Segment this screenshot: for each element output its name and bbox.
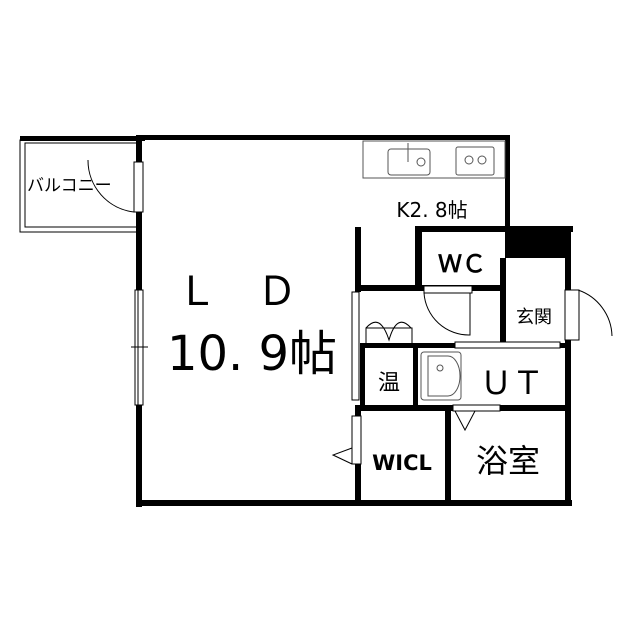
kitchen-counter [362, 140, 506, 179]
bathroom-label: 浴室 [476, 442, 540, 480]
water-heater-label: 温 [378, 371, 400, 396]
balcony-door [87, 159, 144, 213]
balcony-label: バルコニー [27, 176, 112, 196]
wc-label: ＷＣ [438, 250, 486, 278]
doors [331, 285, 613, 465]
ld-window [131, 289, 148, 406]
ld-size-label: 10. 9帖 [167, 326, 337, 382]
entrance-label: 玄関 [516, 307, 552, 328]
wicl-label: WICL [372, 451, 432, 475]
kitchen-label: K2. 8帖 [396, 198, 467, 222]
ld-label: Ｌ Ｄ [177, 269, 297, 315]
ut-label: ＵＴ [480, 364, 544, 402]
unit-bath-tub [420, 351, 462, 401]
